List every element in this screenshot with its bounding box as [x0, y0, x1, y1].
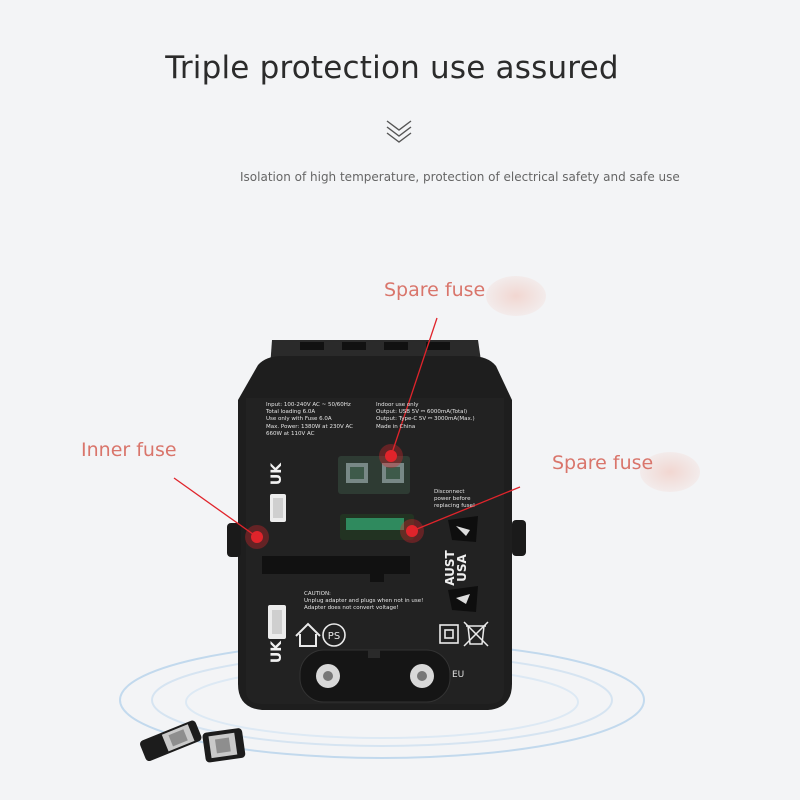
caution-title: CAUTION: — [304, 591, 331, 597]
callout-glow — [640, 452, 700, 492]
spec-line: Made in China — [376, 423, 416, 430]
callout-lines — [173, 317, 521, 538]
eu-socket-label: EU — [452, 670, 465, 680]
caution-line: Unplug adapter and plugs when not in use… — [304, 598, 424, 605]
chevron-down-double-icon — [386, 120, 412, 143]
page-title: Triple protection use assured — [165, 50, 619, 86]
aust-usa-label: AUST USA — [443, 548, 469, 588]
warning-line: Disconnect — [434, 489, 465, 495]
spec-label-left: Input: 100-240V AC ~ 50/60Hz Total loadi… — [266, 402, 353, 438]
spec-label-right: Indoor use only Output: USB 5V ⎓ 6000mA(… — [376, 402, 475, 431]
callout-glow — [486, 276, 546, 316]
usa-label: USA — [455, 554, 469, 582]
warning-line: power before — [434, 496, 471, 503]
callout-spare-fuse-top: Spare fuse — [384, 279, 486, 301]
spec-line: 660W at 110V AC — [266, 430, 315, 437]
spare-fuse-pieces — [140, 720, 246, 763]
uk-slot-label: UK — [269, 462, 286, 486]
double-insulation-icon — [439, 624, 459, 644]
callout-markers — [245, 444, 424, 549]
spec-line: Total loading 6.0A — [266, 409, 316, 416]
callout-inner-fuse: Inner fuse — [81, 439, 177, 461]
warning-line: replacing fuse! — [434, 503, 476, 510]
weee-bin-icon — [463, 621, 489, 647]
spec-line: Output: USB 5V ⎓ 6000mA(Total) — [376, 409, 468, 416]
svg-text:PS: PS — [328, 631, 340, 642]
spec-line: Indoor use only — [376, 402, 419, 408]
spec-line: Max. Power: 1380W at 230V AC — [266, 423, 353, 430]
home-icon — [295, 622, 321, 647]
spec-line: Input: 100-240V AC ~ 50/60Hz — [266, 402, 351, 408]
disconnect-warning: Disconnect power before replacing fuse! — [434, 489, 475, 511]
pse-mark-icon: PS — [322, 623, 346, 647]
caution-label: CAUTION: Unplug adapter and plugs when n… — [304, 591, 423, 613]
spec-line: Use only with Fuse 6.0A — [266, 416, 332, 423]
uk-slot-label: UK — [269, 640, 286, 664]
spec-line: Output: Type-C 5V ⎓ 3000mA(Max.) — [376, 416, 475, 423]
page-subtitle: Isolation of high temperature, protectio… — [240, 170, 680, 184]
callout-spare-fuse-right: Spare fuse — [552, 452, 654, 474]
caution-line: Adapter does not convert voltage! — [304, 605, 399, 612]
